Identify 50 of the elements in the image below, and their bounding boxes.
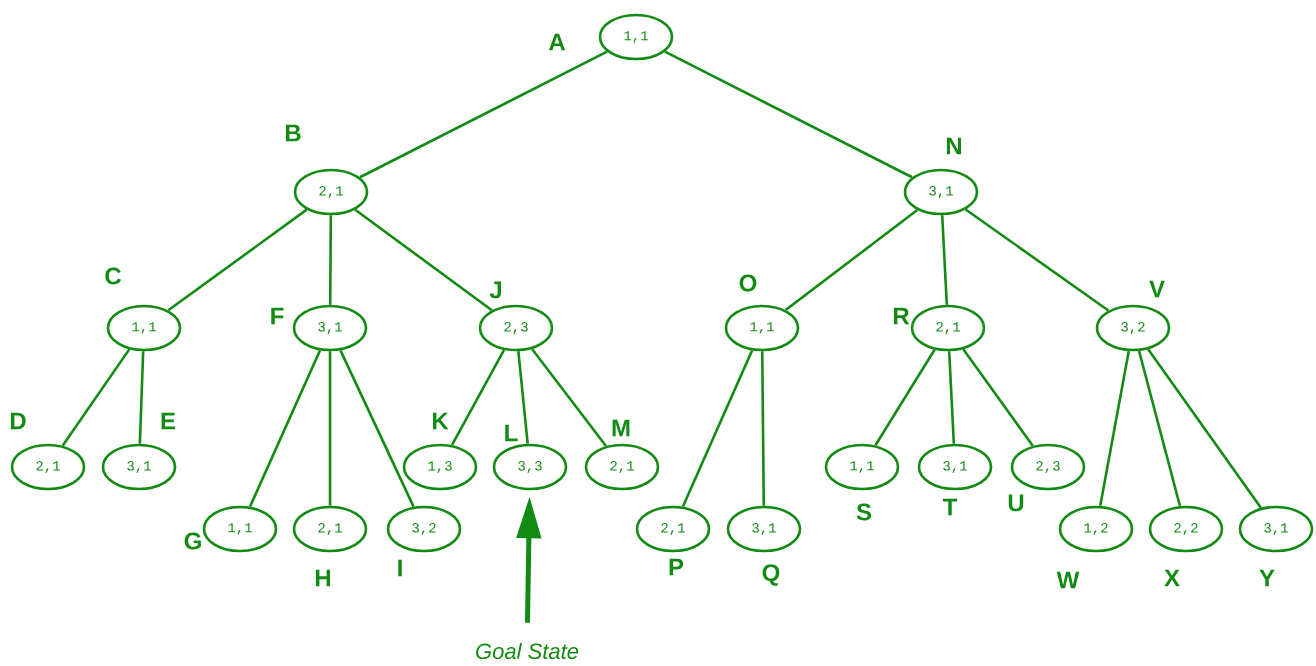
tree-edge bbox=[339, 349, 415, 508]
tree-edge bbox=[61, 348, 131, 447]
node-letter: F bbox=[271, 307, 284, 325]
node-letter: G bbox=[184, 532, 201, 550]
node-letter: I bbox=[398, 559, 402, 577]
tree-edge bbox=[962, 348, 1034, 447]
node-letter: T bbox=[942, 498, 958, 516]
tree-edge bbox=[517, 351, 529, 444]
goal-label: Goal State bbox=[476, 642, 579, 660]
tree-edge bbox=[874, 349, 936, 446]
tree-edge bbox=[167, 208, 308, 312]
node-letter: P bbox=[669, 558, 684, 576]
node-letter: J bbox=[489, 281, 502, 299]
node-letter: B bbox=[285, 124, 301, 142]
node-letter: N bbox=[946, 137, 962, 155]
node-letter: H bbox=[315, 569, 331, 587]
node-letter: Q bbox=[762, 564, 780, 586]
tree-edge bbox=[940, 215, 949, 305]
tree-edge bbox=[138, 351, 145, 444]
tree-edge bbox=[450, 349, 506, 446]
node-letter: K bbox=[432, 412, 449, 430]
node-letter: Y bbox=[1259, 569, 1275, 587]
node-letter: S bbox=[856, 503, 872, 521]
tree-edge bbox=[531, 348, 607, 447]
tree-edge bbox=[354, 208, 493, 312]
tree-edge bbox=[664, 50, 913, 179]
node-letter: O bbox=[739, 274, 757, 292]
tree-edge bbox=[248, 349, 322, 508]
node-letter: L bbox=[505, 424, 518, 442]
tree-edge bbox=[760, 351, 766, 506]
node-letter: A bbox=[548, 33, 566, 51]
node-letter: W bbox=[1056, 571, 1080, 589]
node-letter: C bbox=[105, 267, 121, 285]
node-letter: X bbox=[1164, 569, 1180, 587]
tree-edge bbox=[681, 349, 754, 508]
tree-edge bbox=[964, 208, 1110, 312]
tree-edge bbox=[359, 50, 608, 179]
tree-edge bbox=[1147, 348, 1262, 509]
tree-edge bbox=[328, 351, 332, 506]
tree-edge bbox=[328, 215, 333, 305]
node-letter: R bbox=[893, 307, 910, 325]
node-letter: V bbox=[1149, 280, 1165, 298]
tree-edge bbox=[947, 351, 956, 444]
node-letter: E bbox=[161, 412, 176, 430]
tree-edge bbox=[784, 208, 919, 312]
tree-edge bbox=[1099, 350, 1131, 507]
node-letter: D bbox=[10, 412, 26, 430]
node-letter: U bbox=[1008, 494, 1024, 512]
tree-edge bbox=[1137, 350, 1182, 507]
node-letter: M bbox=[612, 419, 630, 437]
